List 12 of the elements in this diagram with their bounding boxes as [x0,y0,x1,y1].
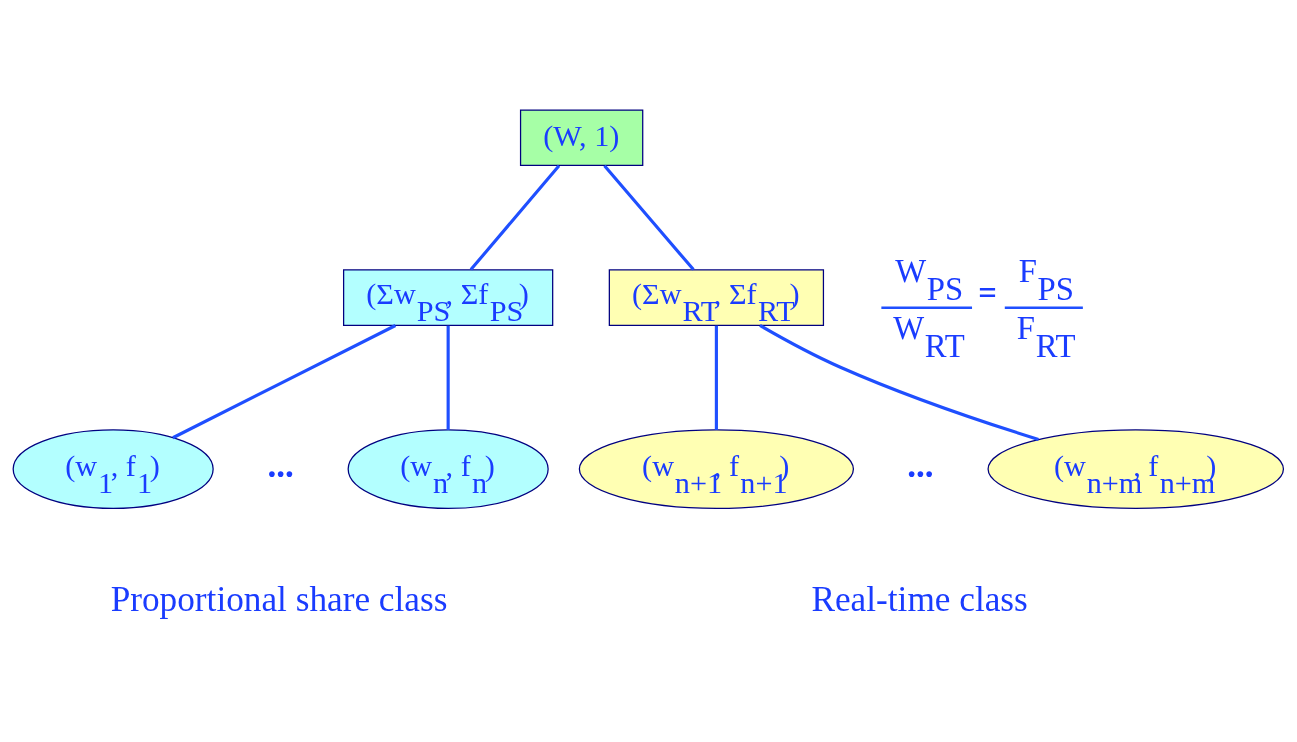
connector [714,325,718,430]
connector [603,164,695,271]
node-box: (W, 1) [519,108,644,166]
connector [172,323,397,439]
label: = [978,274,997,311]
connector [469,164,561,271]
label: Real-time class [811,579,1028,619]
connector [759,323,1039,441]
label: ... [907,445,934,485]
label: Proportional share class [110,579,448,619]
label: ... [267,445,294,485]
connector [446,325,450,430]
